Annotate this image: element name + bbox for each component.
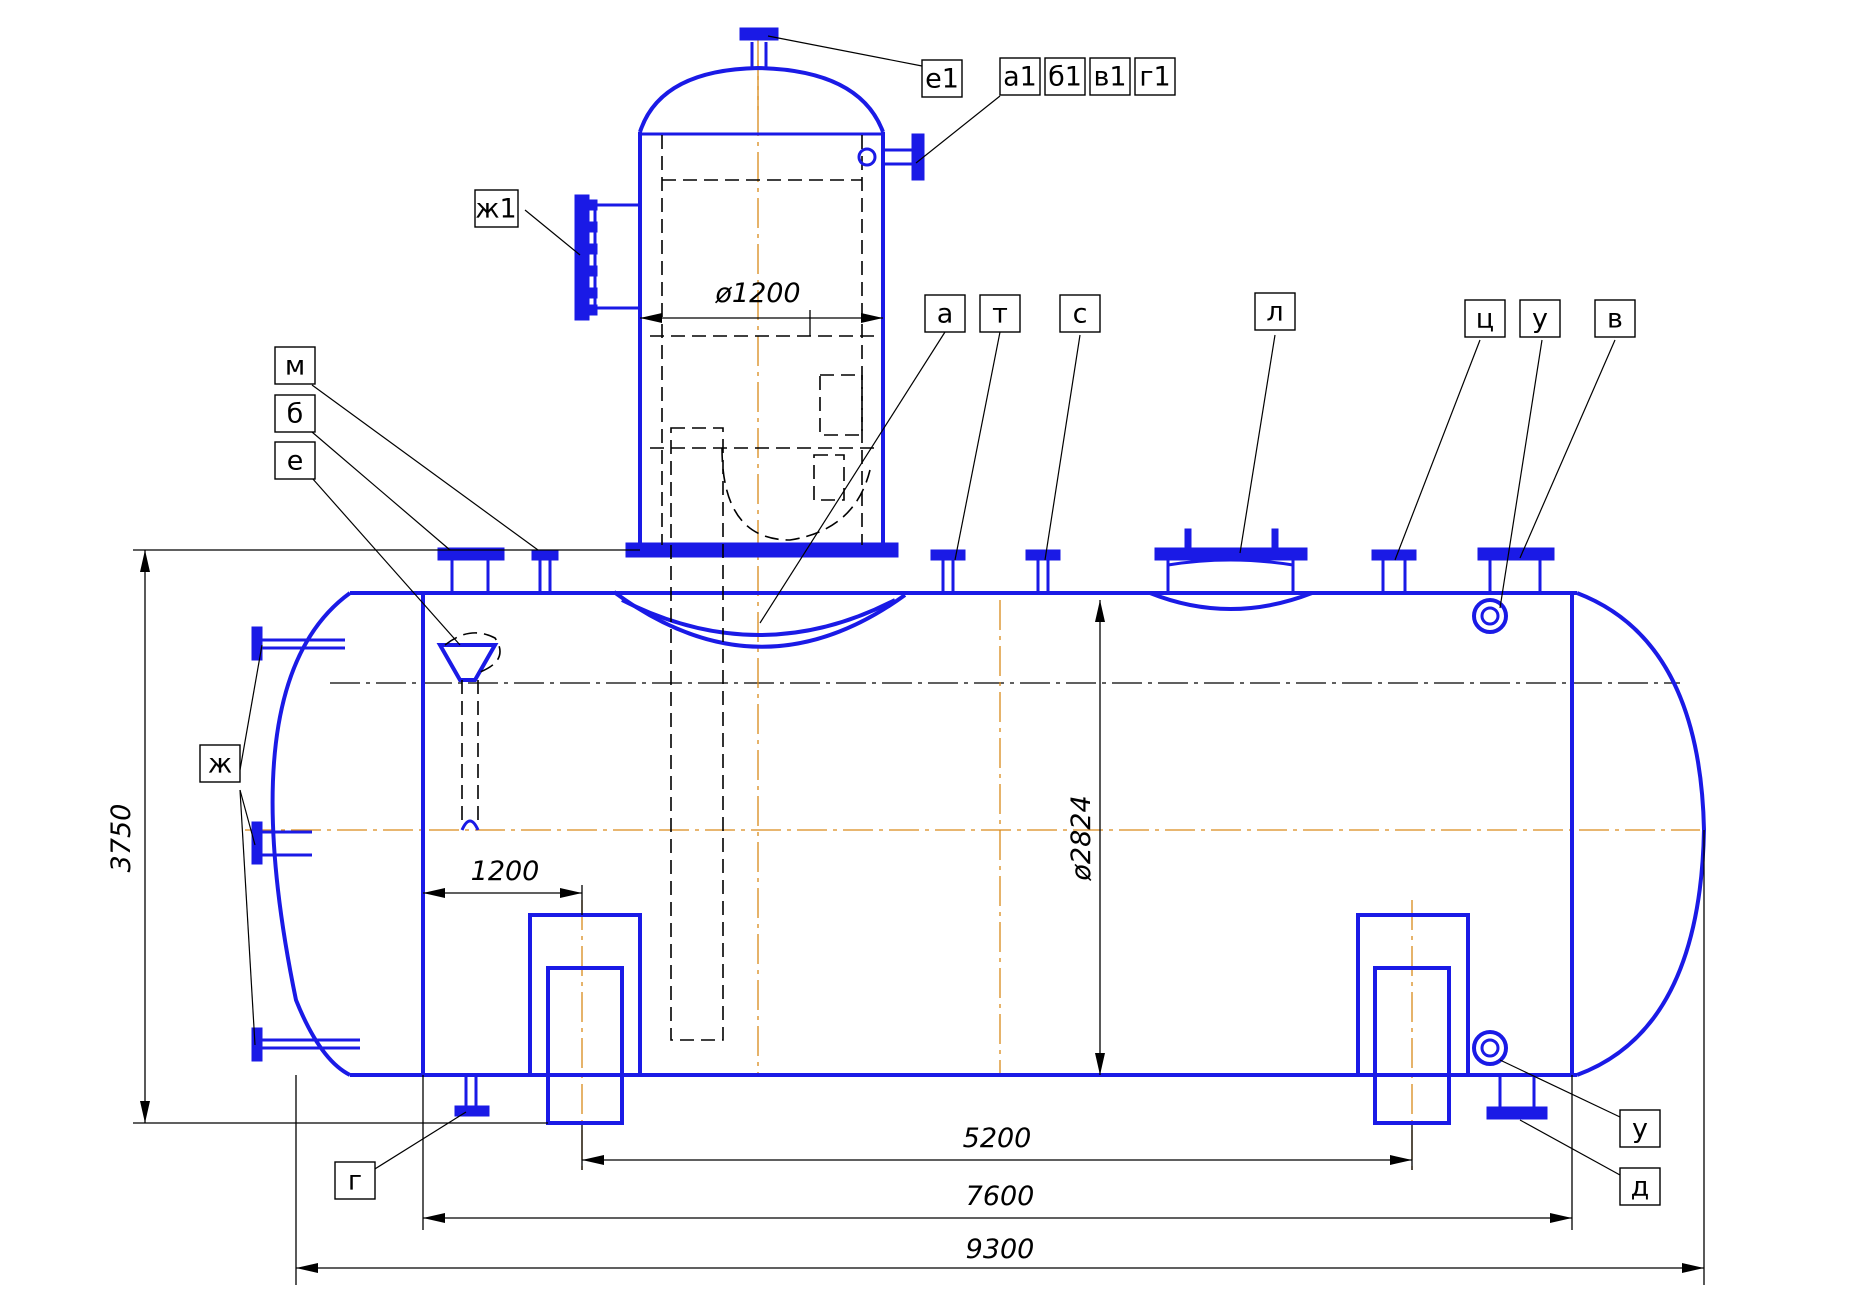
nozzle-b [437, 547, 505, 593]
label-b1: б1 [1044, 57, 1086, 96]
dim-overall-length-label: 9300 [966, 1234, 1035, 1265]
dim-support-spacing [581, 1125, 1413, 1170]
svg-text:е: е [287, 446, 304, 477]
label-b: б [274, 394, 316, 433]
dim-shell-diameter-label: ø2824 [1066, 795, 1097, 881]
dim-overall-height-label: 3750 [106, 804, 137, 873]
dim-shell-length [422, 1075, 1573, 1230]
svg-text:б: б [287, 399, 304, 430]
label-a: а [924, 294, 966, 333]
label-v: в [1594, 299, 1636, 338]
svg-text:в: в [1607, 304, 1623, 335]
dim-support-spacing-label: 5200 [963, 1123, 1032, 1154]
dim-shell-length-label: 7600 [966, 1181, 1035, 1212]
dim-nozzle-offset [423, 885, 583, 915]
leader-lines [239, 35, 1621, 1176]
svg-text:с: с [1073, 299, 1088, 330]
right-saddle-support [1356, 913, 1470, 1125]
svg-text:б1: б1 [1048, 62, 1082, 93]
svg-text:ж1: ж1 [475, 194, 517, 225]
svg-text:у: у [1532, 304, 1548, 335]
left-saddle-support [528, 913, 642, 1125]
label-zh1: ж1 [474, 189, 519, 228]
svg-text:л: л [1266, 297, 1283, 328]
label-l: л [1254, 292, 1296, 331]
nozzle-a1 [857, 133, 925, 181]
label-g: г [334, 1161, 376, 1200]
nozzle-v [1477, 547, 1555, 593]
svg-text:ц: ц [1476, 304, 1494, 335]
label-u-top: у [1519, 299, 1561, 338]
label-a1: а1 [999, 57, 1041, 96]
nozzle-u-top [1472, 598, 1508, 634]
dim-overall-height [133, 549, 640, 1124]
nozzle-t [1025, 549, 1061, 593]
dome-internals [650, 135, 875, 1041]
horizontal-shell [270, 591, 1707, 1077]
nozzle-ts [1371, 549, 1417, 593]
dim-dome-diameter [640, 310, 883, 336]
nozzle-g [454, 1075, 490, 1117]
label-v1: в1 [1089, 57, 1131, 96]
internal-funnel-e [436, 632, 501, 831]
svg-text:м: м [285, 351, 305, 382]
nozzle-a [930, 549, 966, 593]
nozzle-m [531, 549, 559, 593]
label-g1: г1 [1134, 57, 1176, 96]
svg-text:г1: г1 [1139, 62, 1170, 93]
label-d: д [1619, 1167, 1661, 1206]
label-zh: ж [199, 744, 241, 783]
manhole-l [1149, 528, 1313, 611]
svg-text:в1: в1 [1093, 62, 1126, 93]
svg-text:д: д [1631, 1172, 1650, 1203]
svg-text:г: г [348, 1166, 362, 1197]
nozzle-u-bottom [1472, 1030, 1508, 1066]
label-s: с [1059, 294, 1101, 333]
dim-nozzle-offset-label: 1200 [471, 856, 540, 887]
dim-dome-diameter-label: ø1200 [714, 278, 800, 309]
nozzle-zh1-gauge-block [574, 194, 640, 321]
label-e1: е1 [921, 59, 963, 98]
svg-text:а1: а1 [1003, 62, 1037, 93]
dim-overall-length [295, 830, 1705, 1285]
label-e: е [274, 441, 316, 480]
nozzle-e1 [739, 27, 779, 68]
label-ts: ц [1464, 299, 1506, 338]
svg-text:ж: ж [208, 749, 232, 780]
svg-text:а: а [937, 299, 954, 330]
label-u-bottom: у [1619, 1109, 1661, 1148]
nozzle-d [1486, 1075, 1548, 1120]
svg-text:т: т [992, 299, 1008, 330]
nozzles-zh-left [251, 626, 360, 1062]
svg-text:е1: е1 [925, 64, 959, 95]
label-m: м [274, 346, 316, 385]
vertical-dome [612, 65, 907, 649]
label-t: т [979, 294, 1021, 333]
svg-text:у: у [1632, 1114, 1648, 1145]
dim-shell-diameter [1095, 600, 1105, 1075]
